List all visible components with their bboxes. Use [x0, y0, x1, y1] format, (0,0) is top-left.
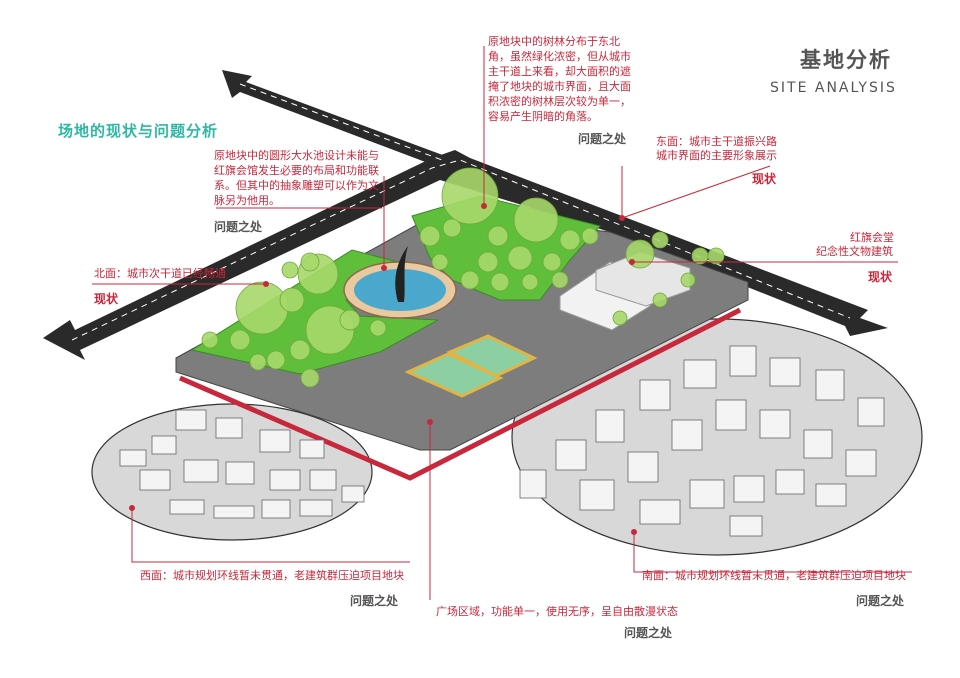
- east-line1: 东面：城市主干道振兴路: [656, 135, 777, 148]
- north-road-note: 北面：城市次干道已经畅通: [94, 267, 226, 280]
- pool-tag: 问题之处: [214, 220, 263, 234]
- sports-courts: [404, 334, 538, 398]
- section-title: 场地的现状与问题分析: [58, 122, 219, 140]
- north-forest-tag: 问题之处: [578, 132, 627, 146]
- page-title-en: SITE ANALYSIS: [770, 80, 897, 96]
- hall-line1: 红旗会堂: [850, 231, 894, 244]
- plaza-tag: 问题之处: [624, 626, 673, 640]
- south-note: 南面：城市规划环线暂未贯通，老建筑群压迫项目地块: [642, 569, 906, 582]
- hall-tag: 现状: [868, 270, 893, 284]
- leader-dots: [129, 203, 637, 535]
- east-line2: 城市界面的主要形象展示: [656, 149, 777, 162]
- north-forest-note: 原地块中的树林分布于东北角，虽然绿化浓密，但从城市主干道上来看，却大面积的遮掩了…: [488, 35, 631, 123]
- leader-lines: [92, 46, 912, 600]
- page-title-cn: 基地分析: [800, 48, 892, 72]
- west-tag: 问题之处: [350, 594, 399, 608]
- east-tag: 现状: [752, 172, 777, 186]
- hall-line2: 纪念性文物建筑: [816, 245, 893, 258]
- west-note: 西面：城市规划环线暂未贯通，老建筑群压迫项目地块: [140, 569, 404, 582]
- plaza-note: 广场区域，功能单一，使用无序，呈自由散漫状态: [436, 605, 678, 618]
- north-road-tag: 现状: [94, 292, 119, 306]
- red-flag-hall: [559, 251, 691, 331]
- south-buildings: [519, 345, 885, 537]
- round-pool: [343, 246, 457, 319]
- west-buildings: [119, 409, 365, 519]
- site-boundary: [179, 307, 742, 481]
- south-tag: 问题之处: [856, 594, 905, 608]
- pool-note: 原地块中的圆形大水池设计未能与红旗会馆发生必要的布局和功能联系。但其中的抽象雕塑…: [214, 149, 379, 207]
